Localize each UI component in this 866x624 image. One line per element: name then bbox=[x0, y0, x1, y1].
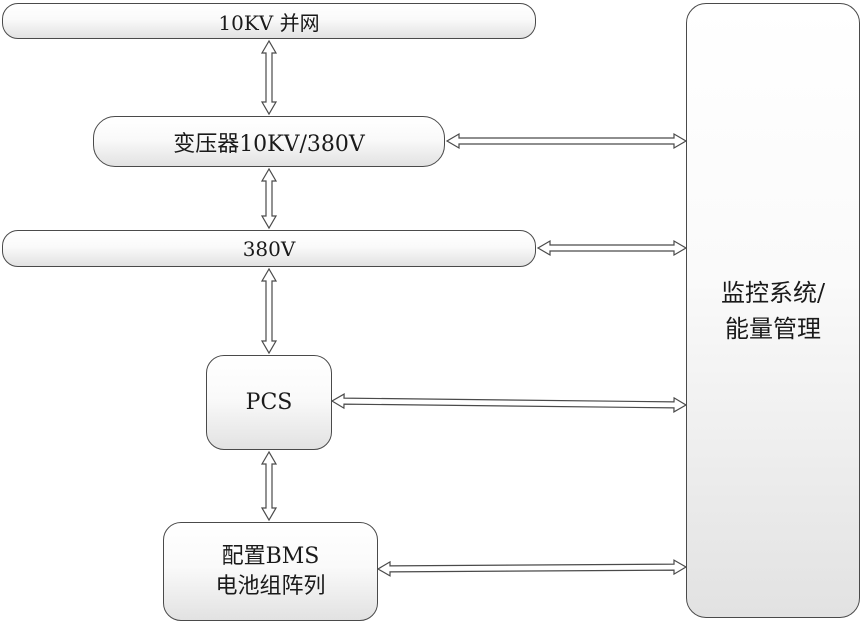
arrow-transformer-to-monitor bbox=[445, 132, 688, 150]
transformer-box: 变压器10KV/380V bbox=[93, 116, 445, 167]
pcs-label: PCS bbox=[245, 389, 293, 415]
battery-array-box: 配置BMS 电池组阵列 bbox=[163, 522, 378, 621]
pcs-box: PCS bbox=[206, 355, 332, 450]
arrow-380v-to-pcs bbox=[260, 267, 278, 355]
arrow-pcs-to-monitor bbox=[330, 393, 688, 413]
grid-10kv-bus: 10KV 并网 bbox=[2, 3, 536, 39]
arrow-380v-to-monitor bbox=[536, 239, 688, 257]
arrow-battery-to-monitor bbox=[376, 559, 688, 577]
arrow-pcs-to-battery bbox=[260, 450, 278, 522]
battery-label-line2: 电池组阵列 bbox=[215, 573, 326, 599]
bus-380v-label: 380V bbox=[242, 236, 296, 261]
grid-10kv-label: 10KV 并网 bbox=[218, 10, 320, 35]
monitoring-energy-management-box: 监控系统/ 能量管理 bbox=[686, 3, 860, 618]
bus-380v: 380V bbox=[2, 230, 536, 267]
monitor-label-line1: 监控系统/ bbox=[720, 278, 826, 307]
transformer-label: 变压器10KV/380V bbox=[173, 131, 365, 157]
arrow-transformer-to-380v bbox=[260, 167, 278, 230]
arrow-grid-to-transformer bbox=[260, 39, 278, 116]
battery-label-line1: 配置BMS bbox=[221, 543, 320, 569]
monitor-label-line2: 能量管理 bbox=[725, 314, 821, 343]
